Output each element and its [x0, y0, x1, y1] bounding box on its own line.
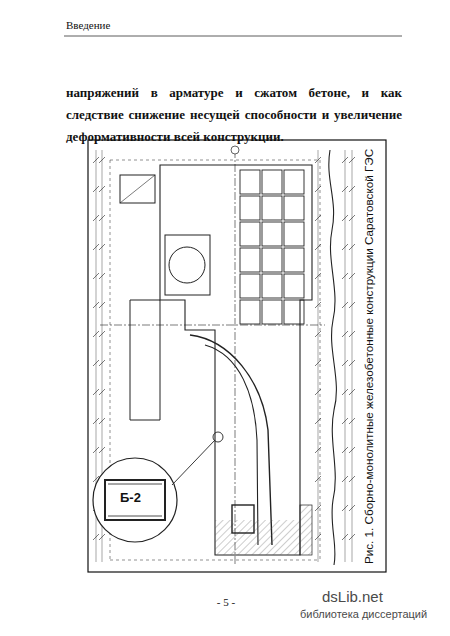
body-text: напряжений в арматуре и сжатом бетоне, и…: [66, 82, 402, 148]
figure-caption: Рис. 1. Сборно-монолитные железобетонные…: [363, 145, 376, 566]
watermark: библиотека диссертаций: [300, 608, 427, 620]
watermark: dsLib.net: [322, 588, 383, 605]
callout-number: Б-2: [118, 490, 143, 505]
dam-section-drawing: [93, 146, 355, 565]
figure-frame: [88, 140, 386, 572]
page-number: - 5 -: [206, 596, 246, 608]
running-header: Введение: [66, 19, 110, 31]
header-rule: [64, 36, 402, 37]
